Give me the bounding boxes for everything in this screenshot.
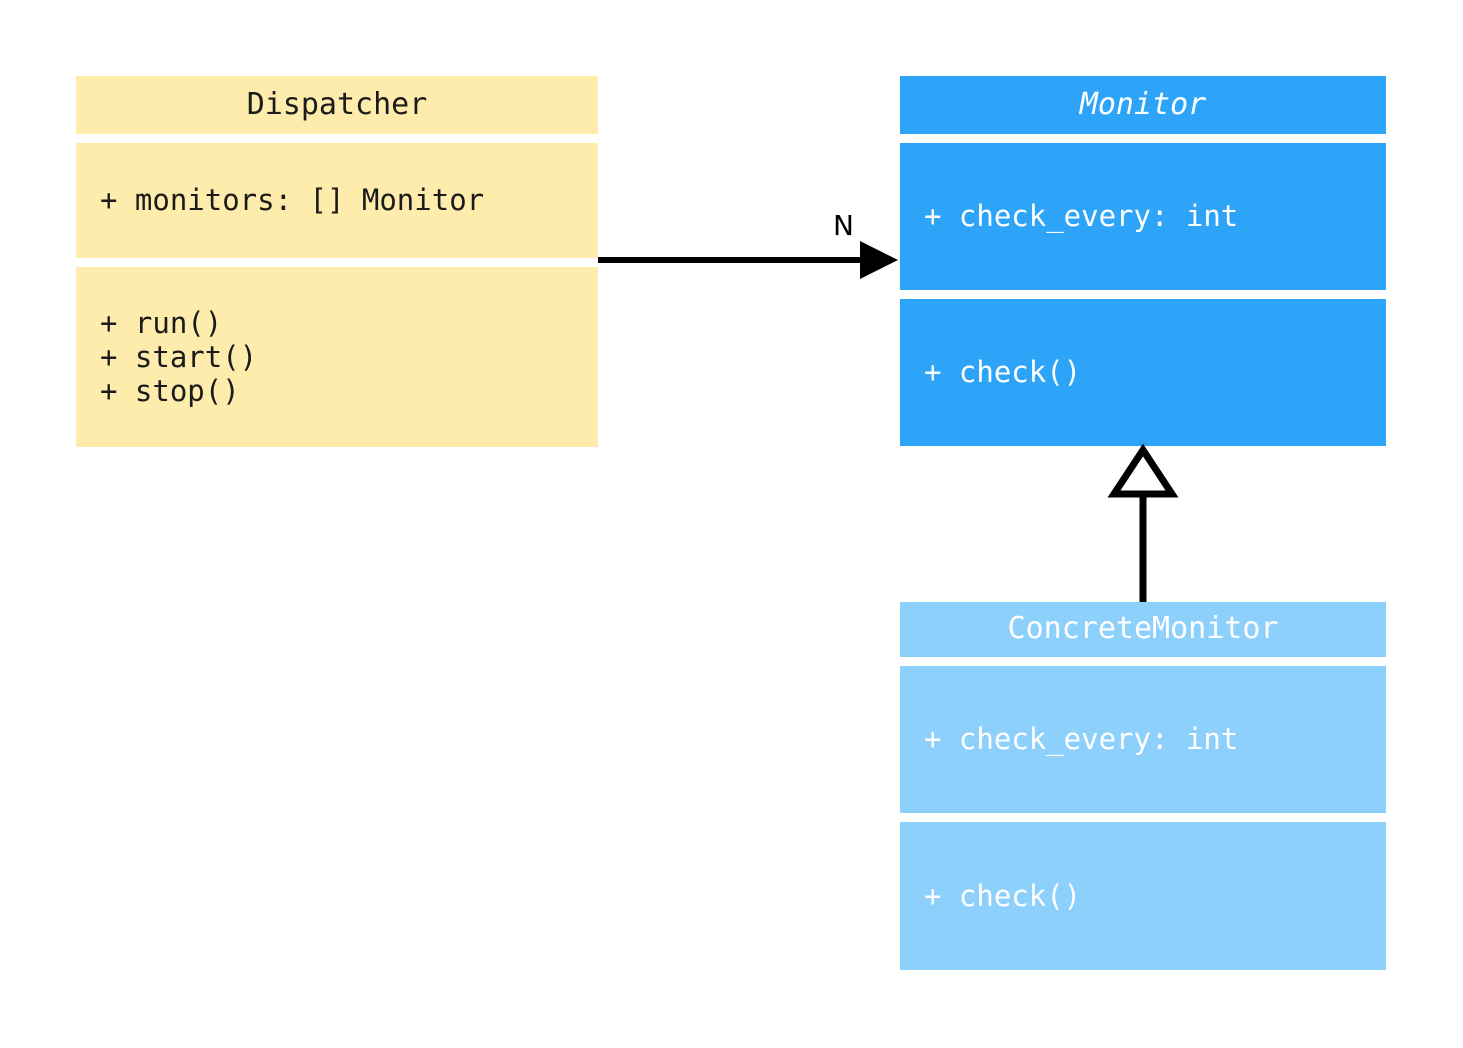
dispatcher-methods-compartment: + run() + start() + stop() [76,267,598,447]
monitor-class-name: Monitor [1079,86,1207,122]
concrete-monitor-methods-compartment: + check() [900,822,1386,970]
monitor-attribute-list: + check_every: int [924,199,1239,234]
association-multiplicity-label: N [833,209,854,242]
concrete-monitor-title-compartment: ConcreteMonitor [900,602,1386,657]
dispatcher-method-list: + run() + start() + stop() [100,305,258,409]
generalization-edge-concrete-monitor [1107,443,1179,602]
monitor-method-list: + check() [924,355,1082,390]
monitor-methods-compartment: + check() [900,299,1386,446]
association-edge-dispatcher-monitor [598,241,898,279]
association-filled-arrowhead [860,241,898,279]
concrete-monitor-attributes-compartment: + check_every: int [900,666,1386,813]
concrete-monitor-method-list: + check() [924,878,1082,913]
uml-class-dispatcher[interactable]: Dispatcher + monitors: [] Monitor + run(… [76,76,598,447]
dispatcher-class-name: Dispatcher [246,86,428,122]
monitor-title-compartment: Monitor [900,76,1386,134]
dispatcher-attribute-list: + monitors: [] Monitor [100,183,485,218]
dispatcher-title-compartment: Dispatcher [76,76,598,134]
uml-class-concrete-monitor[interactable]: ConcreteMonitor + check_every: int + che… [900,602,1386,970]
concrete-monitor-class-name: ConcreteMonitor [1007,611,1279,647]
dispatcher-attributes-compartment: + monitors: [] Monitor [76,143,598,258]
monitor-attributes-compartment: + check_every: int [900,143,1386,290]
concrete-monitor-attribute-list: + check_every: int [924,722,1239,757]
generalization-hollow-triangle [1107,443,1179,498]
uml-class-monitor[interactable]: Monitor + check_every: int + check() [900,76,1386,446]
